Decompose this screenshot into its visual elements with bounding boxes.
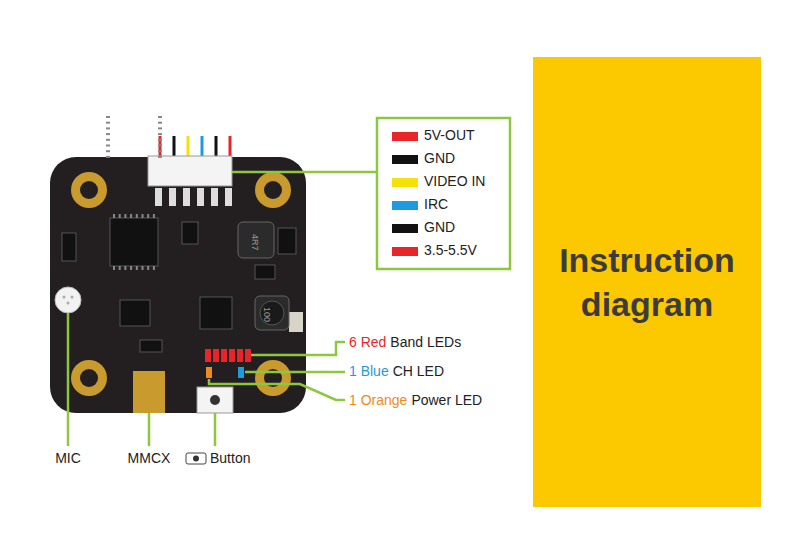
ch-led [238,367,244,378]
chip-pins [106,116,162,270]
wire-swatch [392,201,418,210]
wire-swatch [392,247,418,256]
callout-label: Band LEDs [390,334,461,350]
callout-label: 1 Blue [349,363,389,379]
band-leds [205,349,251,362]
mounting-holes [71,172,291,396]
button-icon [186,453,206,464]
wire-swatch [392,224,418,233]
title-panel: Instruction diagram [533,57,761,507]
callout-label: Power LED [411,392,482,408]
button [197,387,233,413]
pin-name: 3.5-5.5V [424,242,477,258]
leader-lines [68,118,510,446]
pin-name: IRC [424,196,448,212]
mic [55,287,81,313]
chip-marking: 100 [262,307,272,322]
chip-marking: 4R7 [250,234,260,251]
pin-name: GND [424,150,455,166]
part-label: MMCX [128,450,171,466]
pin-name: VIDEO IN [424,173,485,189]
chips [62,218,303,352]
panel-title: Instruction diagram [553,238,741,326]
pin-name: 5V-OUT [424,127,475,143]
wire-swatch [392,155,418,164]
connector [148,156,232,186]
pin-name: GND [424,219,455,235]
part-label: MIC [55,450,81,466]
callout-label: 6 Red [349,334,386,350]
part-label: Button [210,450,250,466]
wire-swatch [392,132,418,141]
mmcx-connector [133,371,165,413]
connector-pins [155,188,232,206]
callout-label: 1 Orange [349,392,407,408]
power-led [206,367,212,378]
callout-label: CH LED [393,363,444,379]
wires [160,136,230,158]
pcb [50,157,306,413]
wire-swatch [392,178,418,187]
